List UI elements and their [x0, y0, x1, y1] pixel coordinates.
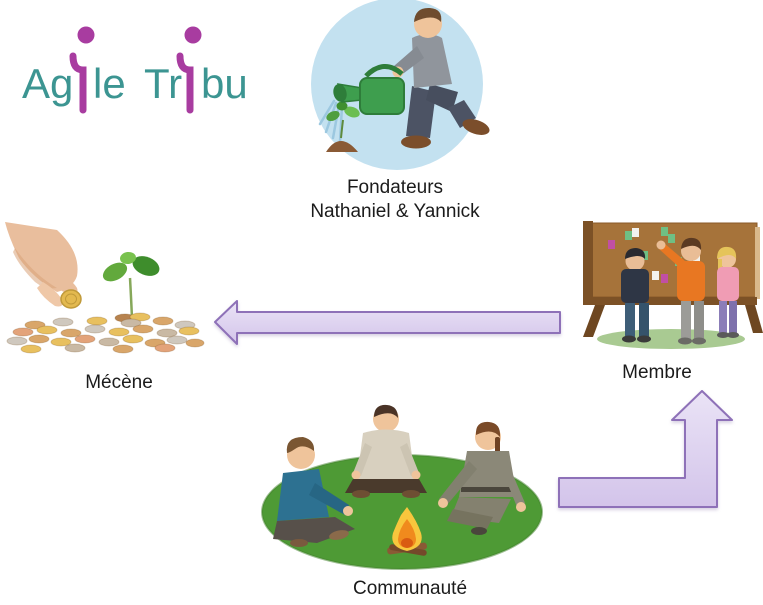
person-i-icon	[176, 26, 202, 114]
logo-text-tr: Tr	[144, 60, 182, 107]
hand-dropping-coin-icon	[5, 222, 82, 309]
mecene-label: Mécène	[85, 372, 153, 393]
watering-can-icon	[333, 64, 405, 115]
person-orange-shirt-pointing	[656, 237, 706, 345]
arrow-communaute-to-membre	[558, 390, 733, 508]
person-i-icon	[69, 26, 95, 114]
founders-illustration	[311, 0, 490, 170]
person-pink-shirt	[717, 246, 739, 338]
person-olive-dress	[438, 421, 526, 535]
logo-text-ag: Ag	[22, 60, 73, 107]
coin-pile-icon	[6, 312, 205, 354]
mecene-illustration	[5, 222, 205, 354]
communaute-illustration	[261, 404, 543, 570]
campfire-icon	[387, 507, 427, 556]
membre-illustration	[583, 221, 763, 349]
kneeling-man	[392, 7, 490, 149]
seedling-icon	[102, 251, 160, 319]
seedling-icon	[326, 101, 360, 152]
membre-label: Membre	[622, 362, 692, 383]
fondateurs-label: Fondateurs Nathaniel & Yannick	[280, 176, 510, 224]
fondateurs-subtitle: Nathaniel & Yannick	[310, 201, 480, 222]
logo-text-bu: bu	[201, 60, 248, 107]
logo-text-le: le	[93, 60, 126, 107]
arrow-membre-to-mecene	[214, 300, 561, 345]
person-beige-sweater	[345, 404, 427, 498]
communaute-label: Communauté	[352, 578, 468, 599]
agile-tribu-logo: Ag le Tr bu	[22, 26, 248, 114]
person-dark-shirt	[621, 248, 651, 343]
logo-word-tribu: Tr bu	[144, 26, 248, 114]
fondateurs-title: Fondateurs	[346, 177, 444, 198]
logo-word-agile: Ag le	[22, 26, 126, 114]
person-blue-sweater	[273, 437, 355, 547]
